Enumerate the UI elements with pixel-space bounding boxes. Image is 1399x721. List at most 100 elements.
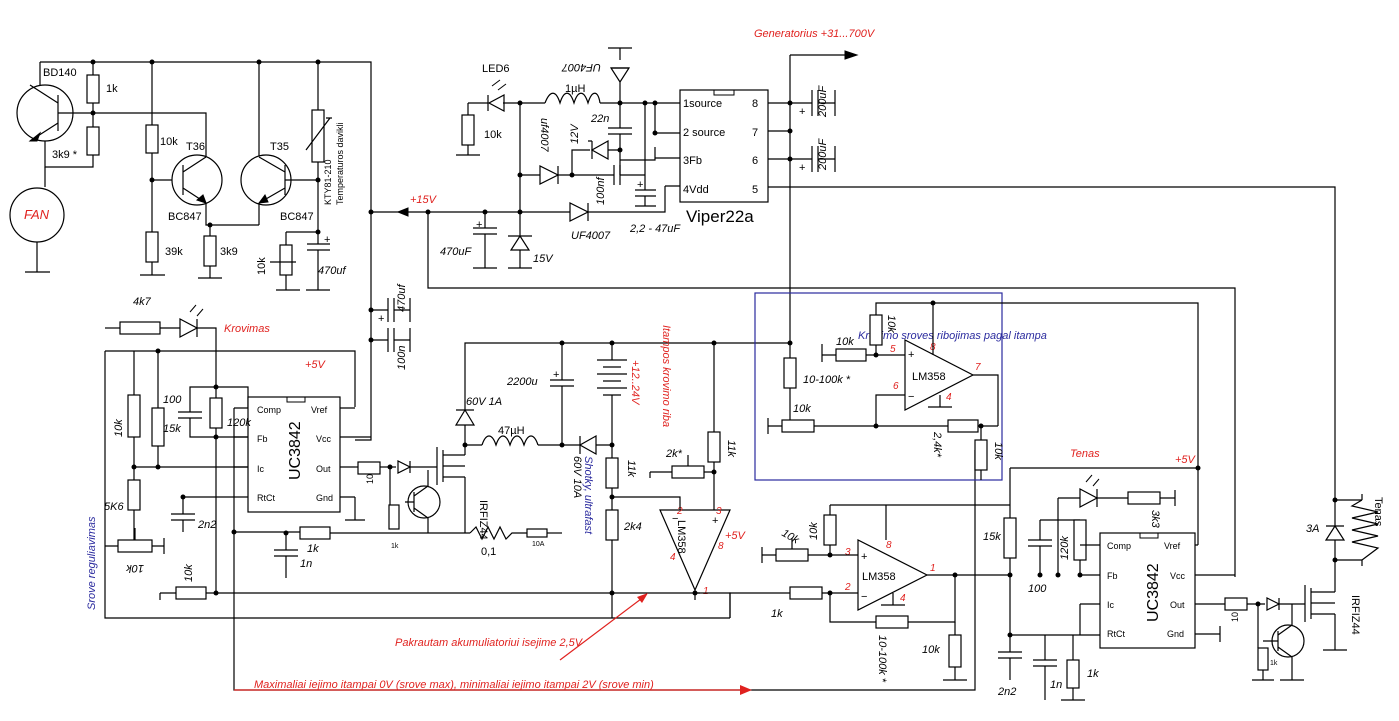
svg-text:1k: 1k (307, 543, 319, 555)
svg-text:1µH: 1µH (565, 83, 585, 95)
charger-left-section: 4k7 Krovimas +5V Comp Fb Ic RtCt Vref Vc… (86, 296, 976, 691)
svg-text:Comp: Comp (257, 405, 281, 415)
svg-text:3: 3 (845, 547, 851, 558)
svg-text:1: 1 (703, 586, 709, 597)
t36-transistor (171, 154, 223, 206)
svg-text:Krovimo sroves ribojimas pagal: Krovimo sroves ribojimas pagal itampa (858, 330, 1047, 342)
svg-text:0,1: 0,1 (481, 546, 496, 558)
svg-text:10A: 10A (532, 541, 545, 548)
pot-10k-mid (775, 548, 809, 562)
voltage-limit-frame (754, 292, 1003, 481)
svg-text:10k: 10k (256, 257, 268, 275)
svg-text:6: 6 (752, 155, 758, 167)
svg-text:BC847: BC847 (280, 211, 314, 223)
svg-text:4Vdd: 4Vdd (683, 184, 709, 196)
svg-text:100n: 100n (396, 346, 408, 370)
svg-text:5: 5 (890, 344, 896, 355)
svg-text:1n: 1n (1050, 679, 1062, 691)
resistor-11k (707, 431, 721, 463)
resistor-2-4k (947, 419, 979, 433)
svg-text:2,4k*: 2,4k* (931, 431, 943, 458)
svg-text:Fb: Fb (1107, 571, 1118, 581)
svg-text:Tenas: Tenas (1372, 497, 1384, 527)
viper-supply-section: LED6 10k 1µH UF4007 22n uf4007 (355, 28, 1336, 577)
svg-text:8: 8 (718, 541, 724, 552)
svg-text:RtCt: RtCt (257, 493, 275, 503)
svg-text:10k: 10k (992, 442, 1004, 460)
svg-text:11k: 11k (725, 440, 737, 457)
svg-text:6: 6 (893, 381, 899, 392)
svg-text:+: + (553, 369, 559, 381)
svg-text:10: 10 (1230, 612, 1240, 622)
resistor-5k6 (127, 479, 141, 511)
resistor-3k3 (1127, 491, 1161, 505)
svg-text:LM358: LM358 (862, 571, 896, 583)
svg-text:2: 2 (844, 582, 851, 593)
resistor-10k-bottom (175, 586, 207, 600)
svg-text:10k: 10k (885, 315, 897, 333)
svg-text:100nf: 100nf (595, 177, 607, 205)
svg-text:10k: 10k (922, 644, 940, 656)
svg-text:Shotky, ultrafast: Shotky, ultrafast (582, 456, 594, 535)
svg-text:10k: 10k (780, 527, 802, 547)
svg-text:+5V: +5V (725, 530, 747, 542)
pot-10k-box (781, 419, 815, 433)
svg-text:100: 100 (163, 394, 182, 406)
svg-text:Generatorius +31...700V: Generatorius +31...700V (754, 28, 876, 40)
resistor-10-gate-b (1224, 597, 1248, 611)
svg-text:2200u: 2200u (506, 376, 538, 388)
svg-text:10k: 10k (793, 403, 811, 415)
svg-text:Tenas: Tenas (1070, 448, 1100, 460)
svg-text:+: + (799, 162, 805, 174)
svg-text:Comp: Comp (1107, 541, 1131, 551)
svg-text:3k3: 3k3 (1149, 510, 1161, 529)
svg-text:1k: 1k (771, 608, 783, 620)
lm358-top (904, 339, 975, 411)
resistor-39k (145, 231, 159, 263)
svg-text:39k: 39k (165, 246, 183, 258)
svg-text:+: + (799, 106, 805, 118)
svg-text:22n: 22n (590, 113, 609, 125)
svg-text:10k: 10k (160, 136, 178, 148)
svg-text:10-100k *: 10-100k * (803, 374, 851, 386)
resistor-10k-gnd (948, 634, 962, 668)
svg-text:200uF: 200uF (817, 138, 829, 171)
svg-text:Vcc: Vcc (1170, 571, 1186, 581)
svg-text:15k: 15k (163, 423, 181, 435)
resistor-1k-mid (789, 586, 823, 600)
resistor-3k9 (86, 126, 100, 156)
svg-text:Maximaliai iejimo itampai 0V (: Maximaliai iejimo itampai 0V (srove max)… (254, 679, 654, 691)
svg-text:10k: 10k (183, 564, 195, 582)
svg-text:11k: 11k (625, 460, 637, 477)
svg-text:T35: T35 (270, 141, 289, 153)
svg-text:3k9: 3k9 (220, 246, 238, 258)
viper22a-ic (679, 89, 769, 203)
svg-text:120k: 120k (1059, 536, 1071, 560)
resistor-120k (209, 397, 223, 429)
resistor-15k-b (1003, 517, 1017, 559)
svg-text:Ic: Ic (1107, 600, 1115, 610)
svg-text:Ic: Ic (257, 464, 265, 474)
svg-text:10k: 10k (808, 522, 820, 540)
resistor-1k (86, 74, 100, 104)
svg-text:2: 2 (676, 506, 683, 517)
svg-text:2n2: 2n2 (997, 686, 1016, 698)
resistor-10k-led (461, 114, 475, 146)
kty-temperature-sensor (311, 109, 325, 163)
svg-text:7: 7 (752, 127, 758, 139)
svg-text:15V: 15V (533, 253, 554, 265)
resistor-10k-m (823, 514, 837, 546)
lm358-left (659, 509, 731, 592)
svg-text:2k*: 2k* (665, 448, 683, 460)
svg-text:15k: 15k (983, 531, 1001, 543)
svg-text:470uf: 470uf (318, 265, 346, 277)
svg-text:LED6: LED6 (482, 63, 510, 75)
svg-text:UF4007: UF4007 (571, 230, 611, 242)
svg-text:2 source: 2 source (683, 127, 725, 139)
pot-2k (671, 465, 705, 479)
svg-text:RtCt: RtCt (1107, 629, 1125, 639)
svg-text:+: + (908, 349, 914, 361)
svg-text:1k: 1k (106, 83, 118, 95)
resistor-3k9b (203, 235, 217, 267)
